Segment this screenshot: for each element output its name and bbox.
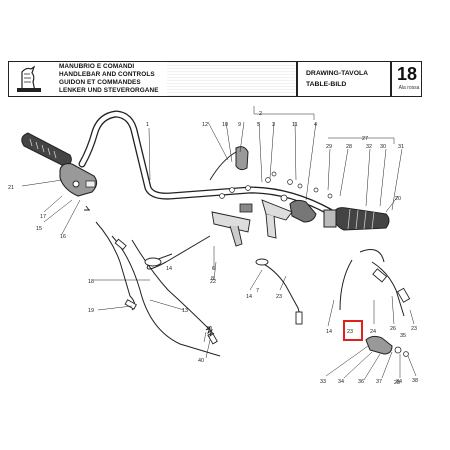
callout-31: 31 xyxy=(398,144,404,150)
callout-36: 36 xyxy=(358,379,364,385)
throttle-cable-junction xyxy=(365,335,409,357)
callout-22: 22 xyxy=(210,279,216,285)
callout-3: 3 xyxy=(272,122,275,128)
callout-33: 33 xyxy=(320,379,326,385)
brake-lever-assembly xyxy=(261,194,317,239)
callout-35: 35 xyxy=(400,333,406,339)
callout-numbers: 1 2 3 4 5 6 7 8 9 10 11 12 13 14 14 14 1… xyxy=(8,111,418,386)
callout-4: 4 xyxy=(314,122,317,128)
callout-23-center: 23 xyxy=(276,294,282,300)
title-lines: MANUBRIO E COMANDI HANDLEBAR AND CONTROL… xyxy=(59,63,159,95)
callout-27: 27 xyxy=(362,136,368,142)
callout-16: 16 xyxy=(60,234,66,240)
title-english: HANDLEBAR AND CONTROLS xyxy=(59,71,155,78)
choke-control xyxy=(209,146,249,181)
clutch-lever-assembly xyxy=(211,203,253,247)
callout-12: 12 xyxy=(202,122,208,128)
callout-21: 21 xyxy=(8,185,14,191)
left-grip xyxy=(21,132,72,168)
callout-11: 11 xyxy=(292,122,298,128)
callout-28: 28 xyxy=(346,144,352,150)
number-divider xyxy=(390,62,392,96)
callout-30: 30 xyxy=(380,144,386,150)
callout-20: 20 xyxy=(395,196,401,202)
variant-label: Ala rossa xyxy=(398,85,420,91)
drawing-reference: DRAWING-TAVOLA TABLE-BILD xyxy=(306,68,368,90)
table-number: 18 xyxy=(396,64,418,84)
callout-40: 40 xyxy=(198,358,204,364)
callout-37: 37 xyxy=(376,379,382,385)
callout-39: 39 xyxy=(206,326,212,332)
callout-14-left: 14 xyxy=(166,266,172,272)
callout-6: 6 xyxy=(212,266,215,272)
faded-stripe xyxy=(167,62,295,96)
callout-10: 10 xyxy=(222,122,228,128)
drawing-label: DRAWING-TAVOLA xyxy=(306,70,369,77)
callout-23-right: 23 xyxy=(411,326,417,332)
callout-25: 25 xyxy=(394,380,400,386)
callout-1: 1 xyxy=(146,122,149,128)
right-grip xyxy=(323,207,390,231)
callout-29: 29 xyxy=(326,144,332,150)
callout-23-highlighted: 23 xyxy=(347,329,353,335)
callout-18: 18 xyxy=(88,279,94,285)
cable-spring xyxy=(205,325,215,338)
callout-32: 32 xyxy=(366,144,372,150)
callout-17: 17 xyxy=(40,214,46,220)
title-italian: MANUBRIO E COMANDI xyxy=(59,63,135,70)
callout-8: 8 xyxy=(211,276,214,282)
table-label: TABLE-BILD xyxy=(306,81,347,88)
callout-38: 38 xyxy=(412,378,418,384)
callout-2: 2 xyxy=(259,111,262,117)
cable-ferrules xyxy=(114,238,411,345)
callout-34-bottom: 34 xyxy=(338,379,344,385)
callout-19: 19 xyxy=(88,308,94,314)
hardware-stack xyxy=(219,171,333,199)
title-german: LENKER UND STEVERORGANE xyxy=(59,87,159,94)
callout-15: 15 xyxy=(36,226,42,232)
adjuster-screw xyxy=(84,205,90,211)
callout-14-right: 14 xyxy=(326,329,332,335)
title-divider xyxy=(296,62,298,96)
highlight-box-part-23 xyxy=(343,320,363,341)
callout-5: 5 xyxy=(257,122,260,128)
callout-9: 9 xyxy=(238,122,241,128)
left-switch-housing xyxy=(59,163,98,197)
callout-24: 24 xyxy=(370,329,376,335)
callout-26: 26 xyxy=(390,326,396,332)
callout-7: 7 xyxy=(256,288,259,294)
callout-34-upper: 34 xyxy=(396,379,402,385)
title-french: GUIDON ET COMMANDES xyxy=(59,79,141,86)
leader-lines xyxy=(21,106,417,381)
callout-14-center: 14 xyxy=(246,294,252,300)
callout-13: 13 xyxy=(182,308,188,314)
title-block: MANUBRIO E COMANDI HANDLEBAR AND CONTROL… xyxy=(8,61,422,97)
moto-guzzi-eagle-logo xyxy=(17,65,41,92)
